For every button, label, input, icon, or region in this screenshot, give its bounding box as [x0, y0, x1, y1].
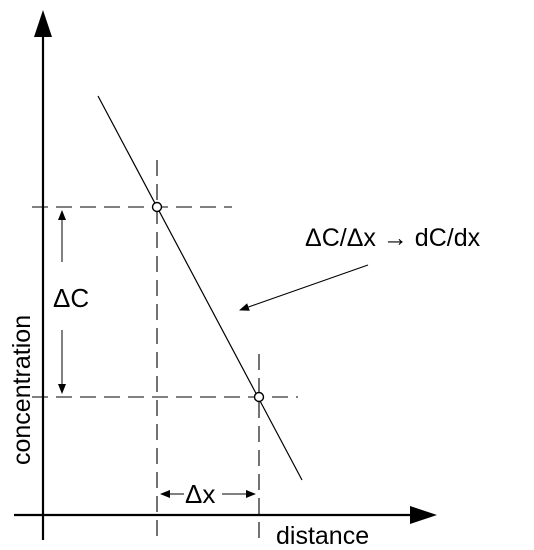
concentration-profile-line [97, 95, 303, 481]
upper-point-marker [151, 201, 163, 213]
lower-point-marker [253, 391, 265, 403]
slope-pointer-arrow [239, 264, 369, 311]
delta-x-label: Δx [185, 479, 215, 509]
y-axis-title: concentration [8, 315, 36, 465]
delta-c-label: ΔC [53, 283, 89, 313]
x-axis-arrowhead [410, 506, 437, 524]
slope-label: ΔC/Δx → dC/dx [305, 224, 481, 252]
x-axis-title: distance [276, 522, 369, 550]
y-axis-arrowhead [34, 10, 52, 37]
